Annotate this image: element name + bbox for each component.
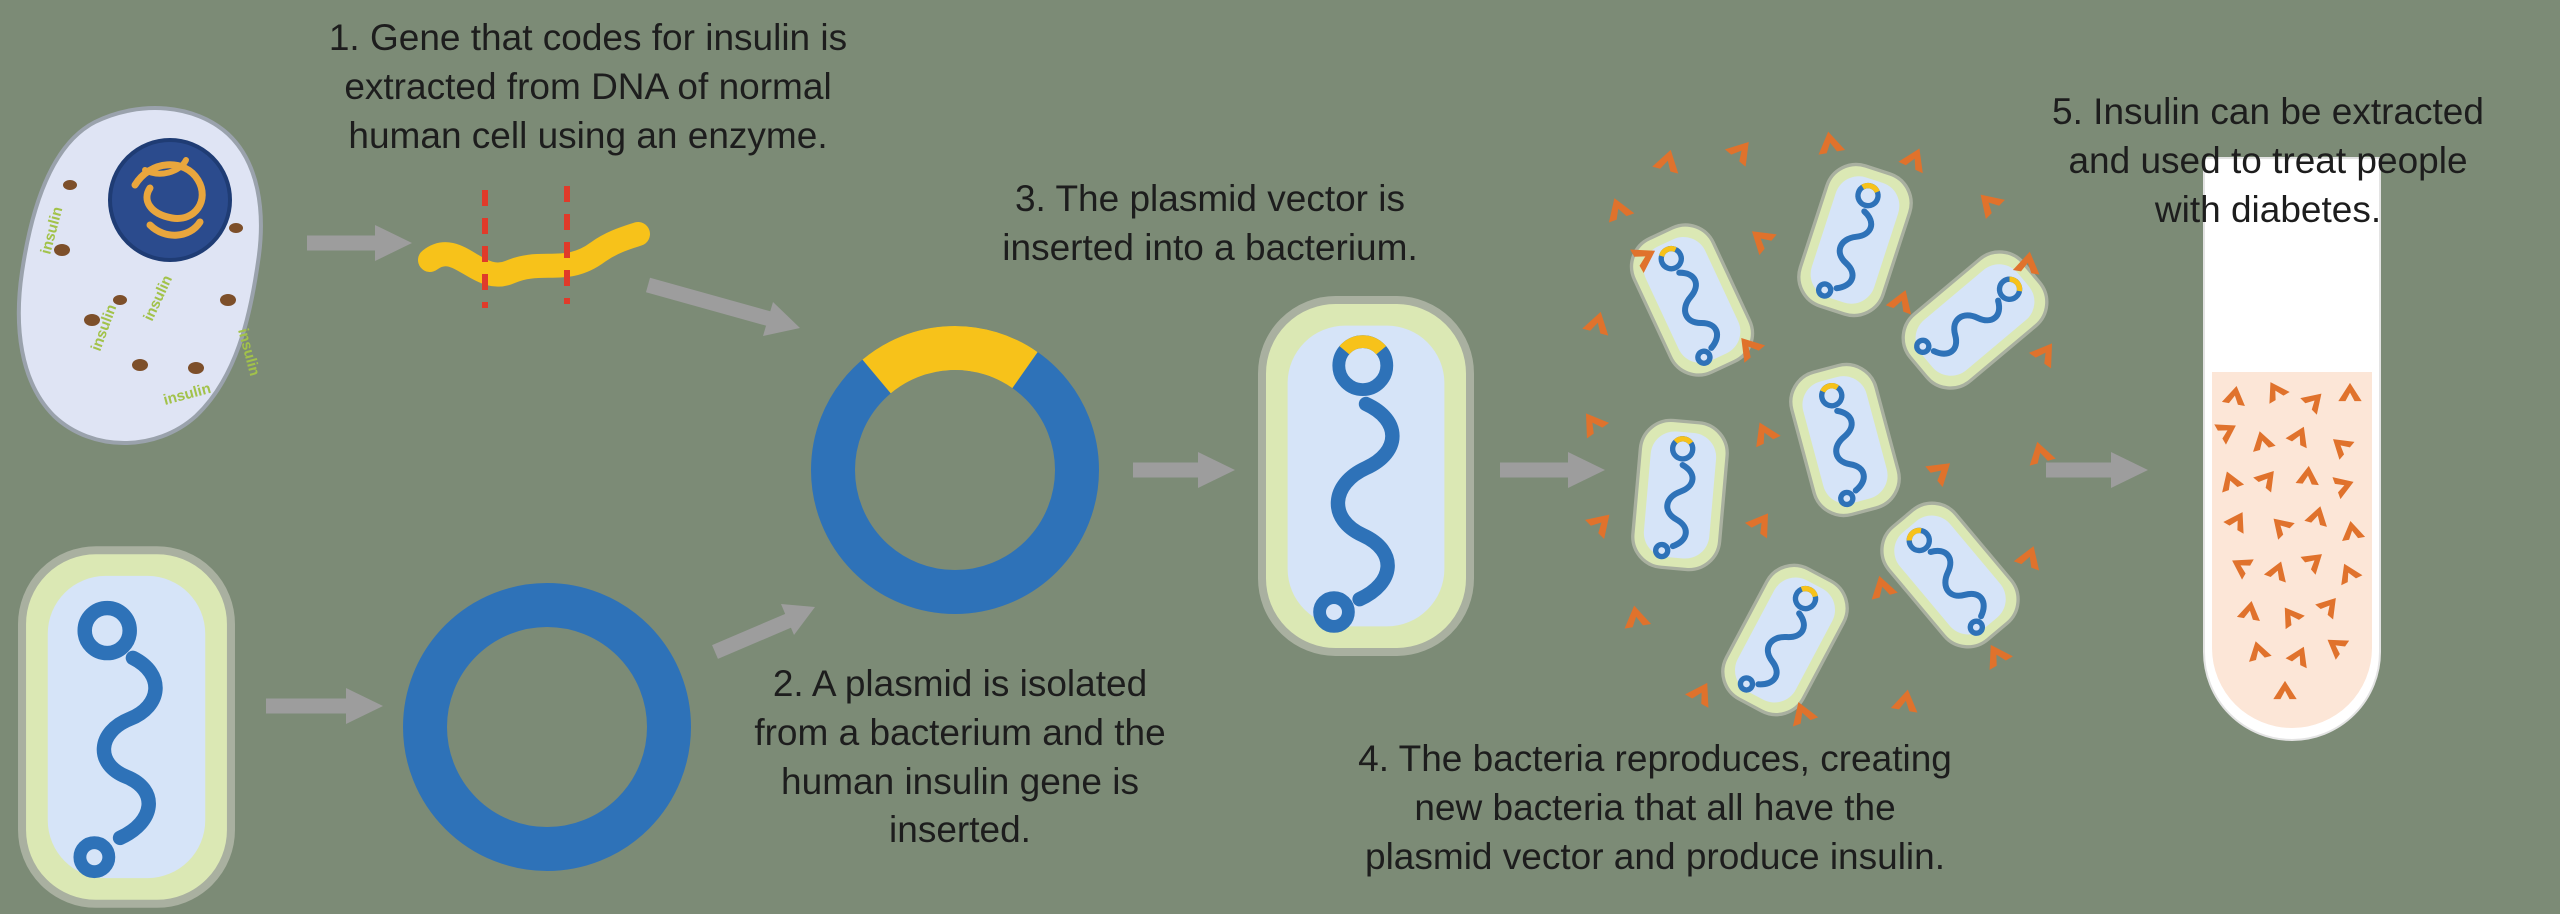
insulin-molecule-icon <box>1898 142 1932 174</box>
insulin-molecule-icon <box>1685 676 1719 708</box>
enzyme-cut-lines-icon <box>482 186 570 308</box>
recombinant-plasmid-icon <box>811 326 1099 614</box>
insulin-molecule-icon <box>1925 452 1959 488</box>
insulin-molecule-icon <box>2024 438 2056 466</box>
plasmid-ring-icon <box>403 583 691 871</box>
insulin-gene-icon <box>418 186 650 308</box>
insulin-molecule-icon <box>1574 405 1610 439</box>
insulin-molecule-icon <box>1814 129 1846 155</box>
flow-arrow-icon <box>2046 452 2148 488</box>
test-tube-icon <box>2203 157 2381 741</box>
insulin-molecule-icon <box>1582 308 1614 336</box>
step-2-caption: 2. A plasmid is isolated from a bacteriu… <box>754 663 1166 851</box>
insulin-molecule-icon <box>1744 505 1780 539</box>
step-1-caption: 1. Gene that codes for insulin is extrac… <box>328 17 848 156</box>
bacterium-icon <box>22 550 231 904</box>
insulin-molecule-icon <box>2028 335 2064 369</box>
step-5-caption: 5. Insulin can be extracted and used to … <box>2052 91 2484 230</box>
human-cell: insulin insulin insulin insulin insulin <box>16 106 263 445</box>
insulin-molecule-icon <box>1890 687 1922 713</box>
flow-arrow-icon <box>1500 452 1605 488</box>
step-3-caption: 3. The plasmid vector is inserted into a… <box>1002 178 1418 268</box>
flow-arrow-icon <box>645 277 800 336</box>
insulin-molecule-icon <box>1747 416 1781 448</box>
bacterium-icon <box>1869 491 2030 660</box>
insulin-molecule-icon <box>2013 541 2047 571</box>
bacterium-icon <box>1712 555 1858 726</box>
flow-arrow-icon <box>712 604 815 659</box>
insulin-molecule-icon <box>1724 133 1760 167</box>
organelles <box>54 180 243 374</box>
bacterium-icon <box>1784 358 1906 523</box>
flow-arrow-icon <box>307 225 412 261</box>
insulin-molecule-icon <box>1585 505 1619 539</box>
bacterium-icon <box>1630 418 1730 572</box>
bacteria-cluster <box>1621 157 2059 726</box>
insulin-molecule-icon <box>1743 220 1777 256</box>
insulin-molecule-icon <box>1652 146 1684 174</box>
bacterium-with-plasmid-icon <box>1262 300 1470 652</box>
flow-arrow-icon <box>1133 452 1235 488</box>
insulin-molecule-icon <box>1620 603 1652 629</box>
step-4-caption: 4. The bacteria reproduces, creating new… <box>1358 738 1952 877</box>
insulin-molecule-icon <box>1885 285 1919 315</box>
nucleus-icon <box>108 138 232 262</box>
bacterium-icon <box>1621 215 1762 385</box>
flow-arrow-icon <box>266 688 383 724</box>
insulin-molecule-icon <box>1601 193 1635 223</box>
